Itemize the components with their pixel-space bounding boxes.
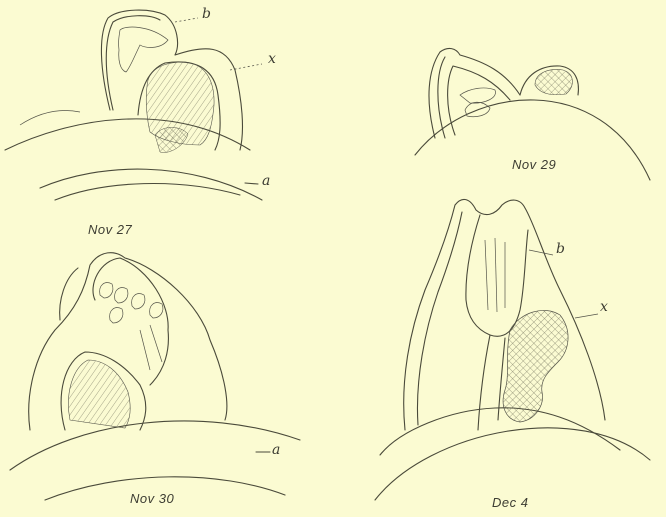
caption-nov-29: Nov 29 <box>512 158 556 171</box>
label-x-dec-4: x <box>600 300 608 314</box>
label-x-nov-27: x <box>268 52 276 66</box>
label-a-nov-27: a <box>262 174 270 188</box>
figure-dec-4 <box>375 199 650 500</box>
caption-nov-27: Nov 27 <box>88 223 132 236</box>
label-b-dec-4: b <box>556 242 565 256</box>
label-b-nov-27: b <box>202 7 211 21</box>
caption-nov-30: Nov 30 <box>130 492 174 505</box>
label-a-nov-30: a <box>272 443 280 457</box>
figure-nov-30 <box>10 253 300 500</box>
caption-dec-4: Dec 4 <box>492 496 528 509</box>
figure-nov-27 <box>5 10 262 200</box>
